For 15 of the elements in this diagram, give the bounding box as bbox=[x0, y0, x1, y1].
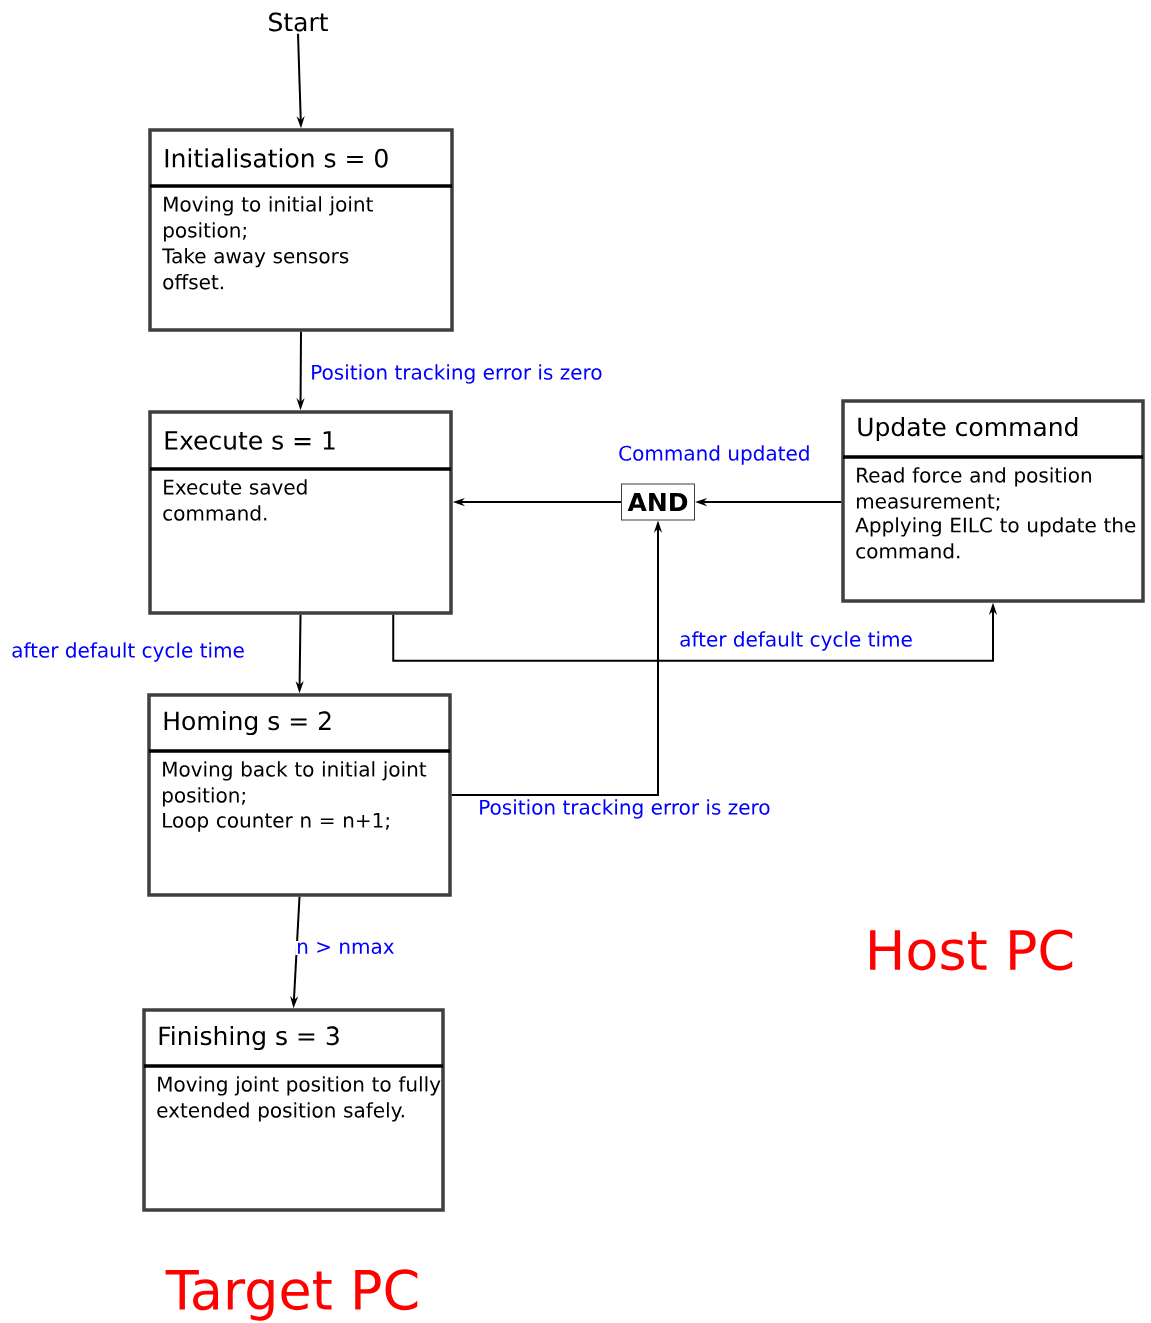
edge-label: Position tracking error is zero bbox=[477, 798, 772, 820]
state-box: Finishing s = 3 Moving joint position to fully extended position safely. bbox=[142, 1008, 445, 1212]
edge-label: Position tracking error is zero bbox=[309, 363, 604, 385]
state-box: Update command Read force and position measurement; Applying EILC to update the command. bbox=[841, 399, 1145, 603]
edge-label: n > nmax bbox=[295, 941, 396, 955]
state-box: Execute s = 1 Execute saved command. bbox=[148, 410, 453, 615]
area-label: Target PC bbox=[165, 1269, 418, 1321]
start-label: Start bbox=[269, 12, 328, 32]
state-box: Initialisation s = 0 Moving to initial joint position; Take away sensors offset. bbox=[148, 128, 454, 332]
edge-label: after default cycle time bbox=[10, 641, 246, 663]
gate-box: AND bbox=[621, 483, 695, 521]
state-box: Homing s = 2 Moving back to initial joint position; Loop counter n = n+1; bbox=[147, 693, 452, 897]
area-label: Host PC bbox=[870, 929, 1073, 971]
edge-label: after default cycle time bbox=[678, 630, 914, 652]
edge-label: Command updated bbox=[617, 444, 812, 466]
